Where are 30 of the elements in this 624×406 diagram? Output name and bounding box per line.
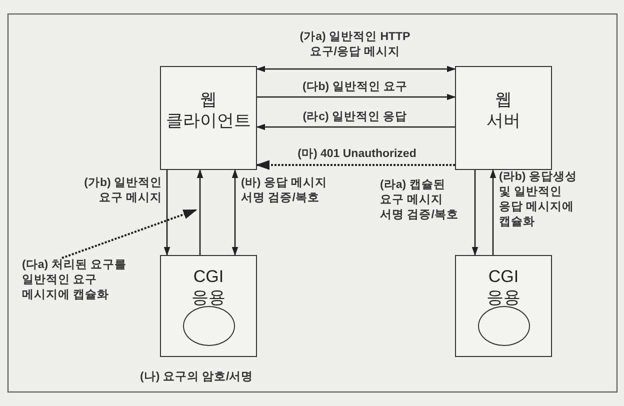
- arrow: [232, 169, 238, 256]
- box-label: CGI 응용: [486, 266, 522, 308]
- arrow: [256, 160, 455, 170]
- arrow: [257, 94, 456, 100]
- box-label: 웹 클라이언트: [165, 89, 252, 131]
- ellipse: [478, 306, 530, 346]
- arrow: [164, 170, 170, 256]
- edge-label: (라c) 일반적인 응답: [302, 110, 408, 125]
- process-box: [455, 66, 552, 170]
- arrow: [472, 170, 478, 256]
- arrow: [256, 66, 456, 72]
- arrow: [490, 169, 496, 255]
- process-box: [160, 66, 257, 170]
- leader-line: [62, 209, 198, 259]
- process-box: [455, 255, 552, 357]
- ellipse: [183, 306, 235, 346]
- edge-label: (가a) 일반적인 HTTP 요구/응답 메시지: [298, 30, 412, 60]
- note-text: (다a) 처리된 요구를 일반적인 요구 메시지에 캡슐화: [22, 258, 127, 303]
- process-box: [160, 255, 257, 357]
- caption-text: (나) 요구의 암호/서명: [140, 370, 254, 385]
- edge-label: (가b) 일반적인 요구 메시지: [83, 176, 162, 206]
- edge-label: (다b) 일반적인 요구: [301, 80, 409, 95]
- box-label: CGI 응용: [190, 266, 226, 308]
- edge-label: (라b) 응답생성 및 일반적인 응답 메시지에 캡슐화: [499, 170, 578, 230]
- edge-label: (바) 응답 메시지 서명 검증/복호: [241, 176, 328, 206]
- arrow: [256, 124, 455, 130]
- box-label: 웹 서버: [486, 89, 522, 131]
- edge-label: (마) 401 Unauthorized: [296, 147, 418, 162]
- edge-label: (라a) 캡슐된 요구 메시지 서명 검증/복호: [380, 178, 460, 223]
- arrow: [196, 169, 204, 255]
